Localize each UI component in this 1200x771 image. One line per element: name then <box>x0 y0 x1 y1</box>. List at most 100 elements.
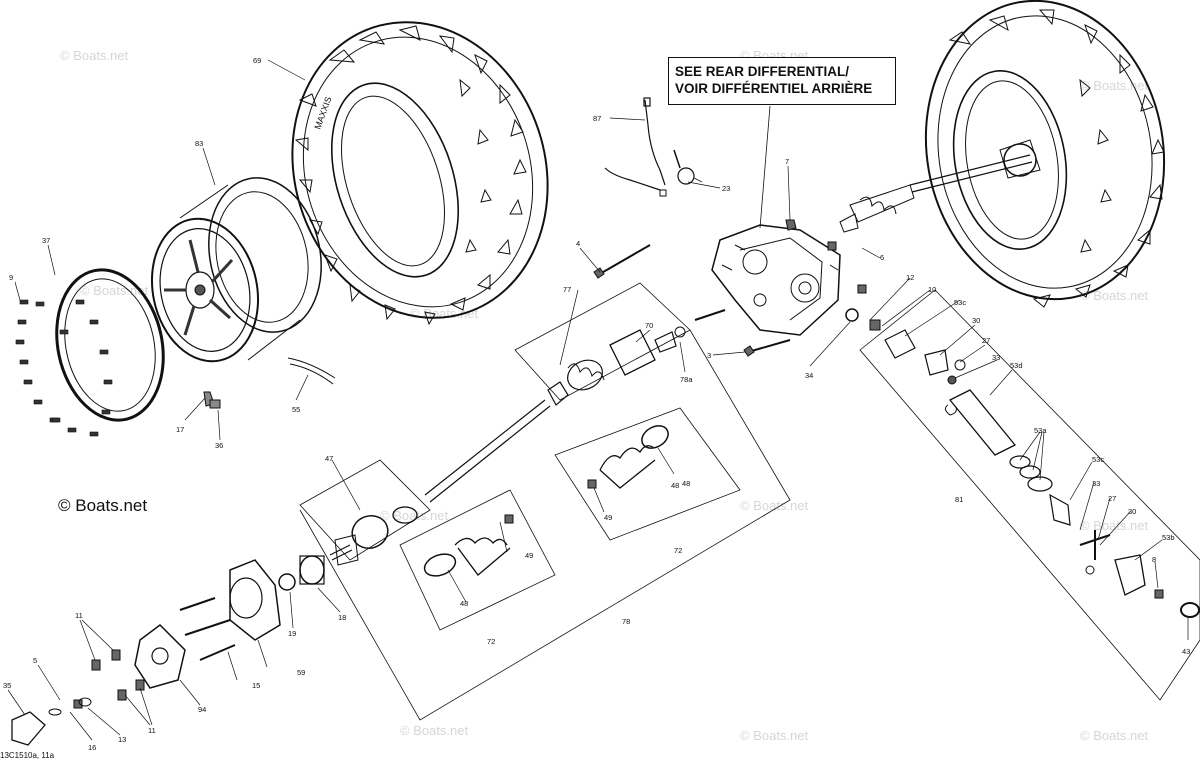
part-label: 49 <box>525 551 533 560</box>
watermark-text: © Boats.net <box>1080 518 1149 533</box>
part-label: 87 <box>593 114 601 123</box>
tire-left: MAXXIS <box>291 21 549 326</box>
part-label: 30 <box>1128 507 1136 516</box>
sensor <box>11 708 62 746</box>
part-label: 30 <box>972 316 980 325</box>
part-label: 48 <box>671 481 679 490</box>
part-label: 33 <box>992 353 1000 362</box>
copyright-text: © Boats.net <box>58 496 148 515</box>
part-label: 6 <box>880 253 884 262</box>
beadlock-bolts <box>15 299 113 437</box>
group-outline-81 <box>859 289 1200 701</box>
part-label: 70 <box>645 321 653 330</box>
part-label: 83 <box>195 139 203 148</box>
part-label: 27 <box>1108 494 1116 503</box>
part-label: 72 <box>487 637 495 646</box>
callout-line-2: VOIR DIFFÉRENTIEL ARRIÈRE <box>675 81 873 96</box>
diagram-reference-code: 13C1510a, 11a <box>0 751 55 760</box>
boot-kit-inner <box>587 425 669 489</box>
watermark-text: © Boats.net <box>380 508 449 523</box>
part-label: 94 <box>198 705 206 714</box>
watermark-text: © Boats.net <box>740 498 809 513</box>
group-outline-72a <box>554 407 741 541</box>
group-outline-72b <box>399 489 556 631</box>
clamps-23 <box>659 149 695 197</box>
watermarks: © Boats.net © Boats.net © Boats.net © Bo… <box>60 48 1149 743</box>
part-label: 53a <box>1034 426 1047 435</box>
part-label: 3 <box>707 351 711 360</box>
part-label: 11 <box>75 611 83 620</box>
hub <box>134 597 236 689</box>
part-label: 47 <box>325 454 333 463</box>
part-label: 81 <box>955 495 963 504</box>
output-yoke-hardware <box>845 308 966 385</box>
part-label: 77 <box>563 285 571 294</box>
part-label: 37 <box>42 236 50 245</box>
wheel-rim-left <box>150 177 322 363</box>
group-outline-77 <box>514 282 691 401</box>
part-label: 72 <box>674 546 682 555</box>
tread-pattern <box>294 25 527 326</box>
callout-line-1: SEE REAR DIFFERENTIAL/ <box>675 64 850 79</box>
part-label: 78a <box>680 375 693 384</box>
part-label: 78 <box>622 617 630 626</box>
part-label: 53c <box>1092 455 1104 464</box>
see-rear-differential-callout: SEE REAR DIFFERENTIAL/ VOIR DIFFÉRENTIEL… <box>668 57 896 105</box>
part-label: 49 <box>604 513 612 522</box>
strap-55 <box>287 357 336 385</box>
outer-cv-joint <box>329 506 418 566</box>
diff-fasteners <box>593 219 867 357</box>
propeller-shaft <box>944 389 1200 618</box>
group-outline-47 <box>299 459 431 561</box>
wheel-bearing <box>278 555 325 591</box>
part-label: 34 <box>805 371 813 380</box>
part-label: 43 <box>1182 647 1190 656</box>
breather-tube <box>604 97 666 191</box>
part-label: 53d <box>1010 361 1023 370</box>
part-label: 48 <box>682 479 690 488</box>
part-label: 19 <box>288 629 296 638</box>
part-label: 55 <box>292 405 300 414</box>
part-label: 33 <box>1092 479 1100 488</box>
part-label: 35 <box>3 681 11 690</box>
leader-lines <box>7 59 1189 741</box>
part-label: 8 <box>1152 555 1156 564</box>
watermark-text: © Boats.net <box>740 728 809 743</box>
part-label: 16 <box>88 743 96 752</box>
part-labels: 69 83 37 9 55 17 36 87 23 7 4 6 3 77 70 … <box>3 56 1190 752</box>
watermark-text: © Boats.net <box>80 283 149 298</box>
part-label: 9 <box>9 273 13 282</box>
knuckle <box>229 559 281 641</box>
watermark-text: © Boats.net <box>400 723 469 738</box>
part-label: 36 <box>215 441 223 450</box>
group-outline-78 <box>299 329 791 721</box>
part-label: 23 <box>722 184 730 193</box>
tread-pattern <box>948 9 1165 308</box>
part-label: 11 <box>148 726 156 735</box>
tire-right <box>924 0 1166 308</box>
part-label: 12 <box>906 273 914 282</box>
watermark-text: © Boats.net <box>1080 728 1149 743</box>
rear-differential <box>711 224 841 336</box>
part-label: 27 <box>982 336 990 345</box>
part-label: 15 <box>252 681 260 690</box>
part-label: 48 <box>460 599 468 608</box>
tire-brand-text: MAXXIS <box>312 95 333 130</box>
watermark-text: © Boats.net <box>1080 288 1149 303</box>
boot-kit-outer <box>423 514 514 577</box>
callout-leaders <box>759 105 771 229</box>
part-label: 7 <box>785 157 789 166</box>
part-label: 13 <box>118 735 126 744</box>
part-label: 69 <box>253 56 261 65</box>
part-label: 17 <box>176 425 184 434</box>
watermark-text: © Boats.net <box>1080 78 1149 93</box>
valve-stem <box>203 391 221 409</box>
part-label: 5 <box>33 656 37 665</box>
drive-shaft-right <box>839 139 1041 233</box>
watermark-text: © Boats.net <box>410 306 479 321</box>
wheel-nuts <box>73 649 145 709</box>
part-label: 10 <box>928 285 936 294</box>
half-shaft-left <box>424 326 686 503</box>
